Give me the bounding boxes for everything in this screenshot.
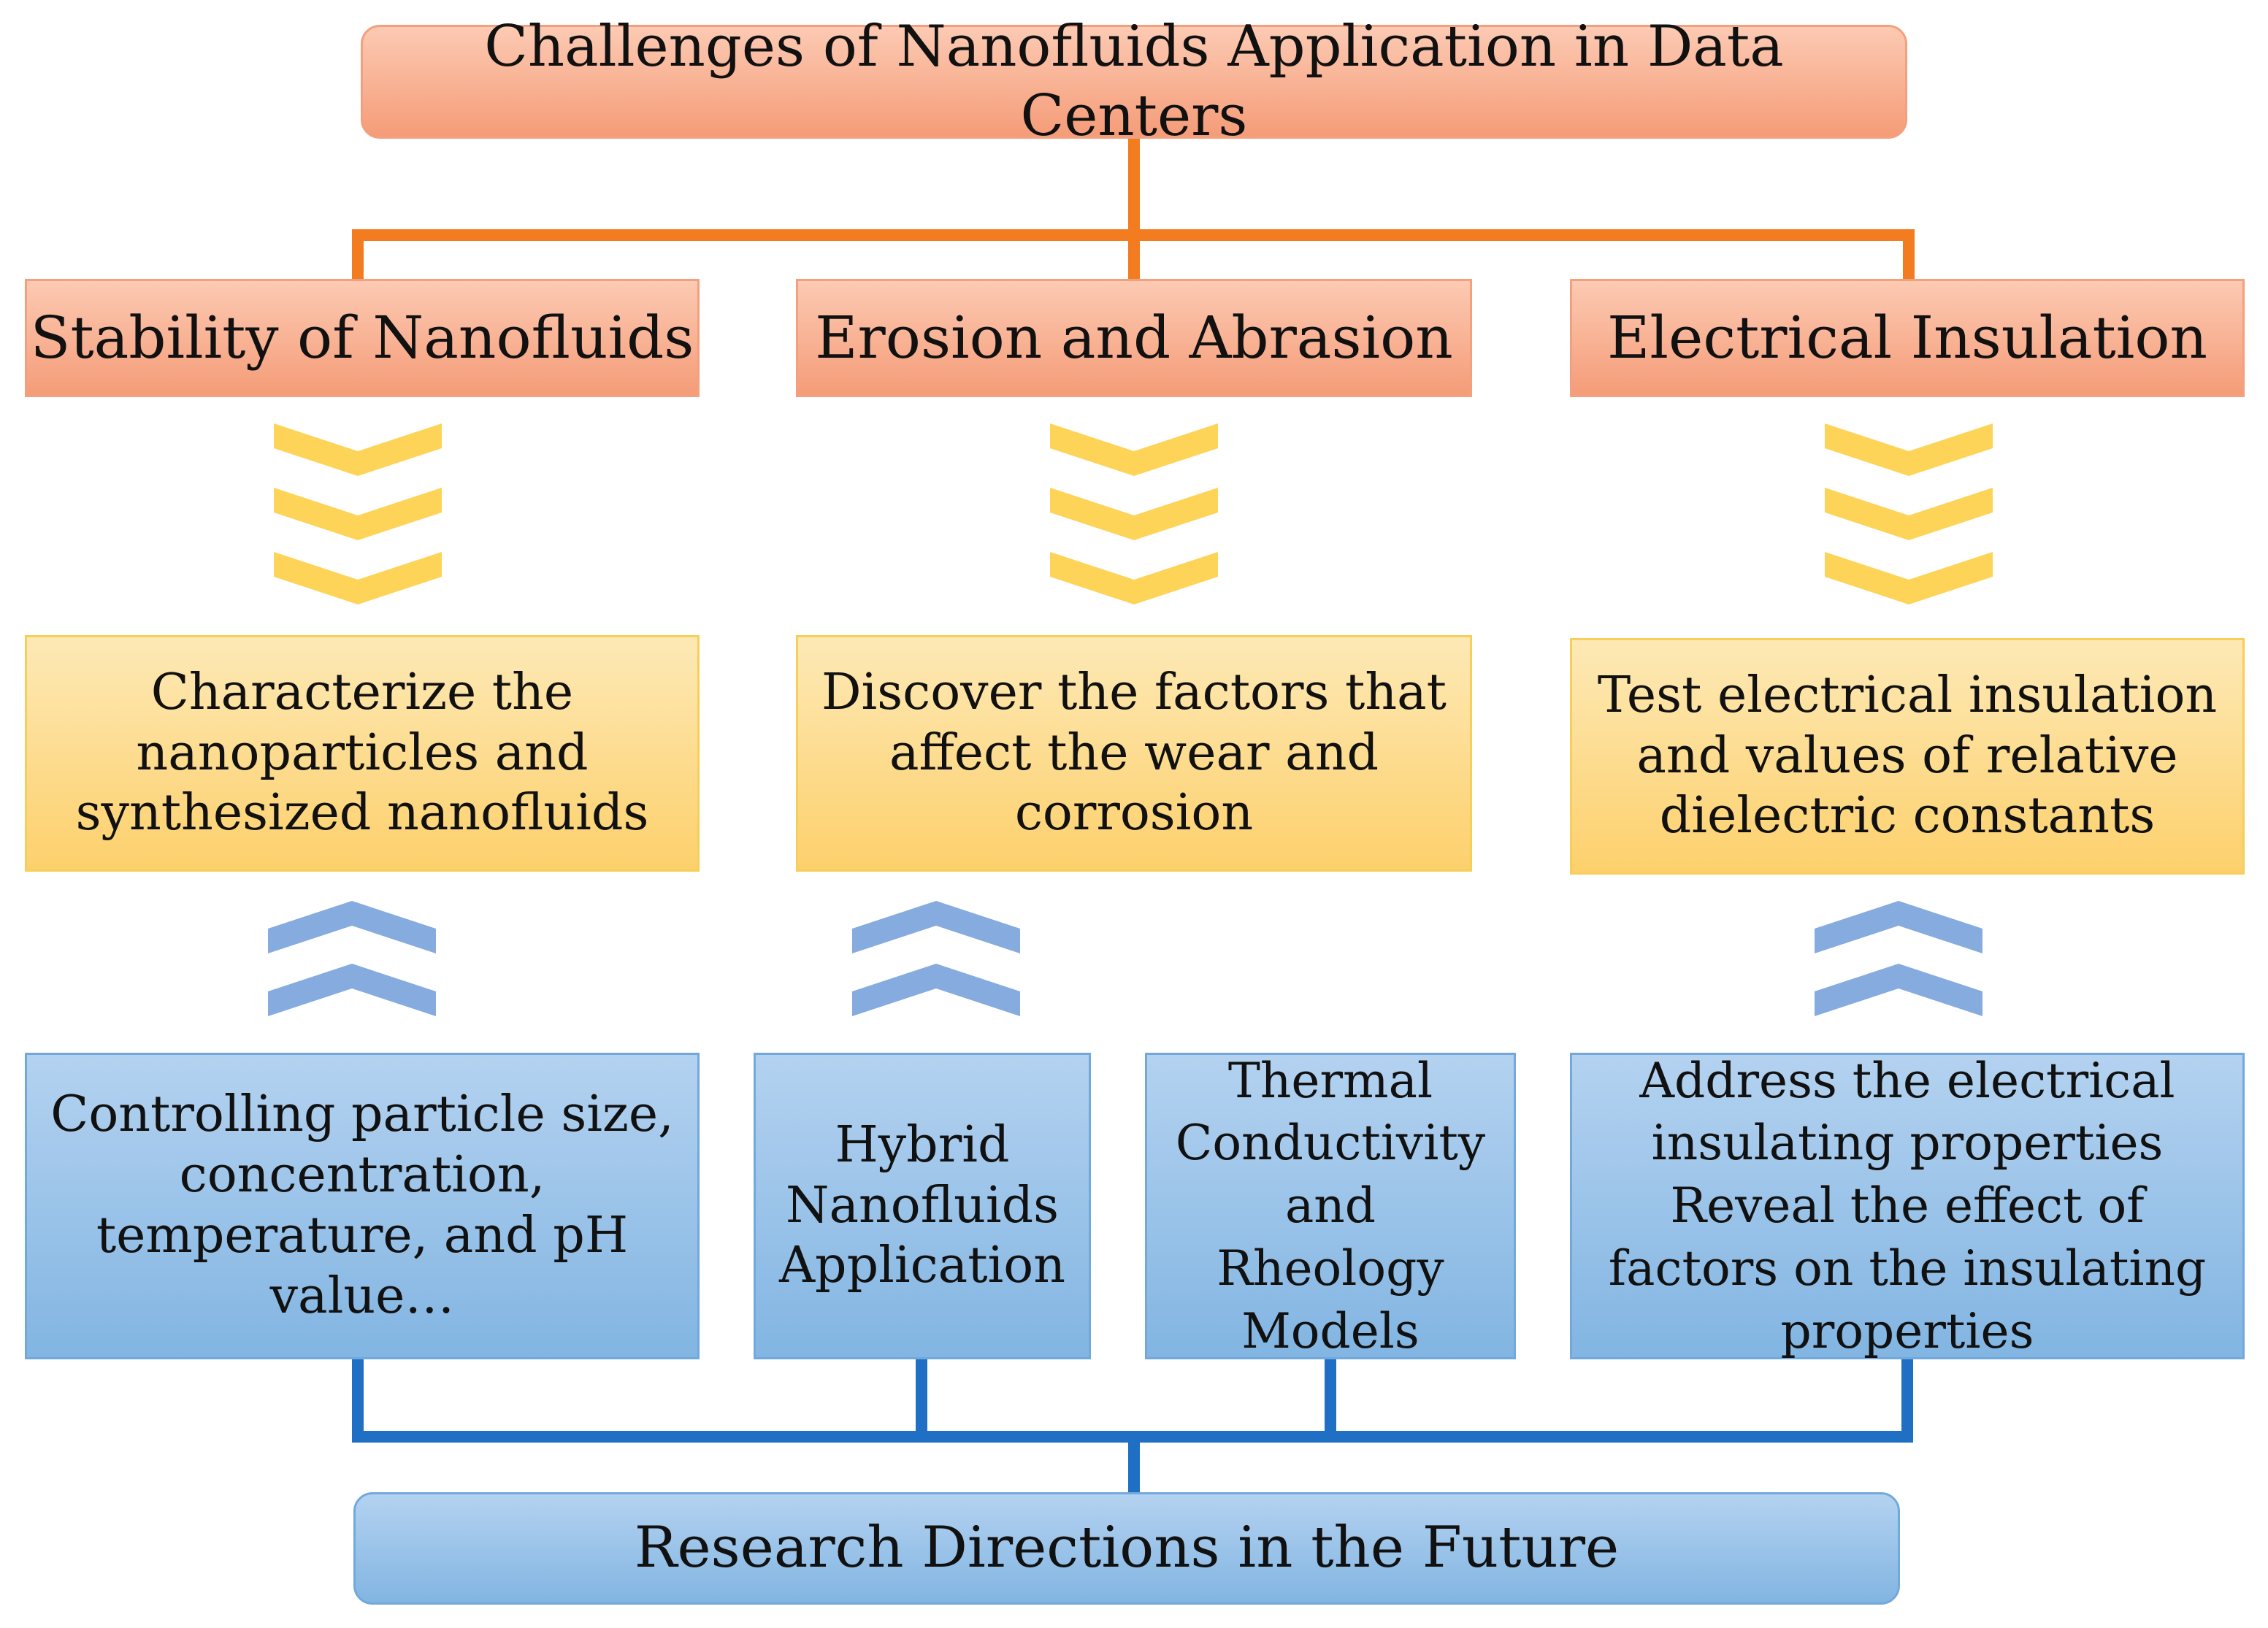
up-chevron-icon xyxy=(268,901,436,953)
challenge-box-stability: Stability of Nanofluids xyxy=(25,279,700,397)
top-connectors xyxy=(352,139,1915,279)
up-chevron-icon xyxy=(1815,901,1982,953)
up-chevron-group-3 xyxy=(1815,901,1982,1016)
direction-box-thermal: Thermal Conductivity and Rheology Models xyxy=(1145,1053,1516,1359)
down-chevron-icon xyxy=(1050,488,1218,540)
challenge-box-erosion: Erosion and Abrasion xyxy=(796,279,1472,397)
down-chevron-icon xyxy=(274,552,442,604)
task-box-insulation: Test electrical insulation and values of… xyxy=(1570,638,2245,875)
direction-text: Hybrid Nanofluids Application xyxy=(778,1116,1066,1295)
challenge-title: Erosion and Abrasion xyxy=(815,304,1453,372)
up-chevron-icon xyxy=(852,964,1020,1016)
up-chevron-icon xyxy=(852,901,1020,953)
down-chevron-group-2 xyxy=(1050,423,1218,604)
task-text: Characterize the nanoparticles and synth… xyxy=(75,663,649,842)
down-chevron-icon xyxy=(1050,552,1218,604)
up-chevron-icon xyxy=(268,964,436,1016)
up-chevrons xyxy=(268,901,1982,1016)
down-chevrons xyxy=(274,423,1993,604)
up-chevron-group-2 xyxy=(852,901,1020,1016)
direction-text: Thermal Conductivity and Rheology Models xyxy=(1175,1052,1486,1359)
task-text: Discover the factors that affect the wea… xyxy=(821,663,1447,842)
down-chevron-icon xyxy=(1825,423,1993,476)
direction-box-particle-control: Controlling particle size, concentration… xyxy=(25,1053,700,1359)
down-chevron-icon xyxy=(1825,552,1993,604)
direction-box-insulation: Address the electrical insulating proper… xyxy=(1570,1053,2245,1359)
direction-text: Address the electrical insulating proper… xyxy=(1608,1052,2207,1359)
direction-text: Controlling particle size, concentration… xyxy=(50,1086,674,1325)
up-chevron-group-1 xyxy=(268,901,436,1016)
down-chevron-icon xyxy=(274,423,442,476)
top-title-text: Challenges of Nanofluids Application in … xyxy=(484,13,1784,149)
top-title-box: Challenges of Nanofluids Application in … xyxy=(361,14,1907,149)
down-chevron-group-1 xyxy=(274,423,442,604)
down-chevron-icon xyxy=(1825,488,1993,540)
challenge-box-insulation: Electrical Insulation xyxy=(1570,279,2245,397)
down-chevron-icon xyxy=(1050,423,1218,476)
bottom-title-box: Research Directions in the Future xyxy=(353,1492,1900,1605)
task-box-stability: Characterize the nanoparticles and synth… xyxy=(25,635,700,872)
down-chevron-icon xyxy=(274,488,442,540)
up-chevron-icon xyxy=(1815,964,1982,1016)
task-text: Test electrical insulation and values of… xyxy=(1597,666,2218,845)
down-chevron-group-3 xyxy=(1825,423,1993,604)
bottom-connectors xyxy=(352,1359,1913,1492)
challenge-title: Electrical Insulation xyxy=(1606,304,2208,372)
direction-box-hybrid: Hybrid Nanofluids Application xyxy=(754,1053,1091,1359)
bottom-title-text: Research Directions in the Future xyxy=(634,1515,1620,1581)
task-box-erosion: Discover the factors that affect the wea… xyxy=(796,635,1472,872)
challenge-title: Stability of Nanofluids xyxy=(30,304,694,372)
